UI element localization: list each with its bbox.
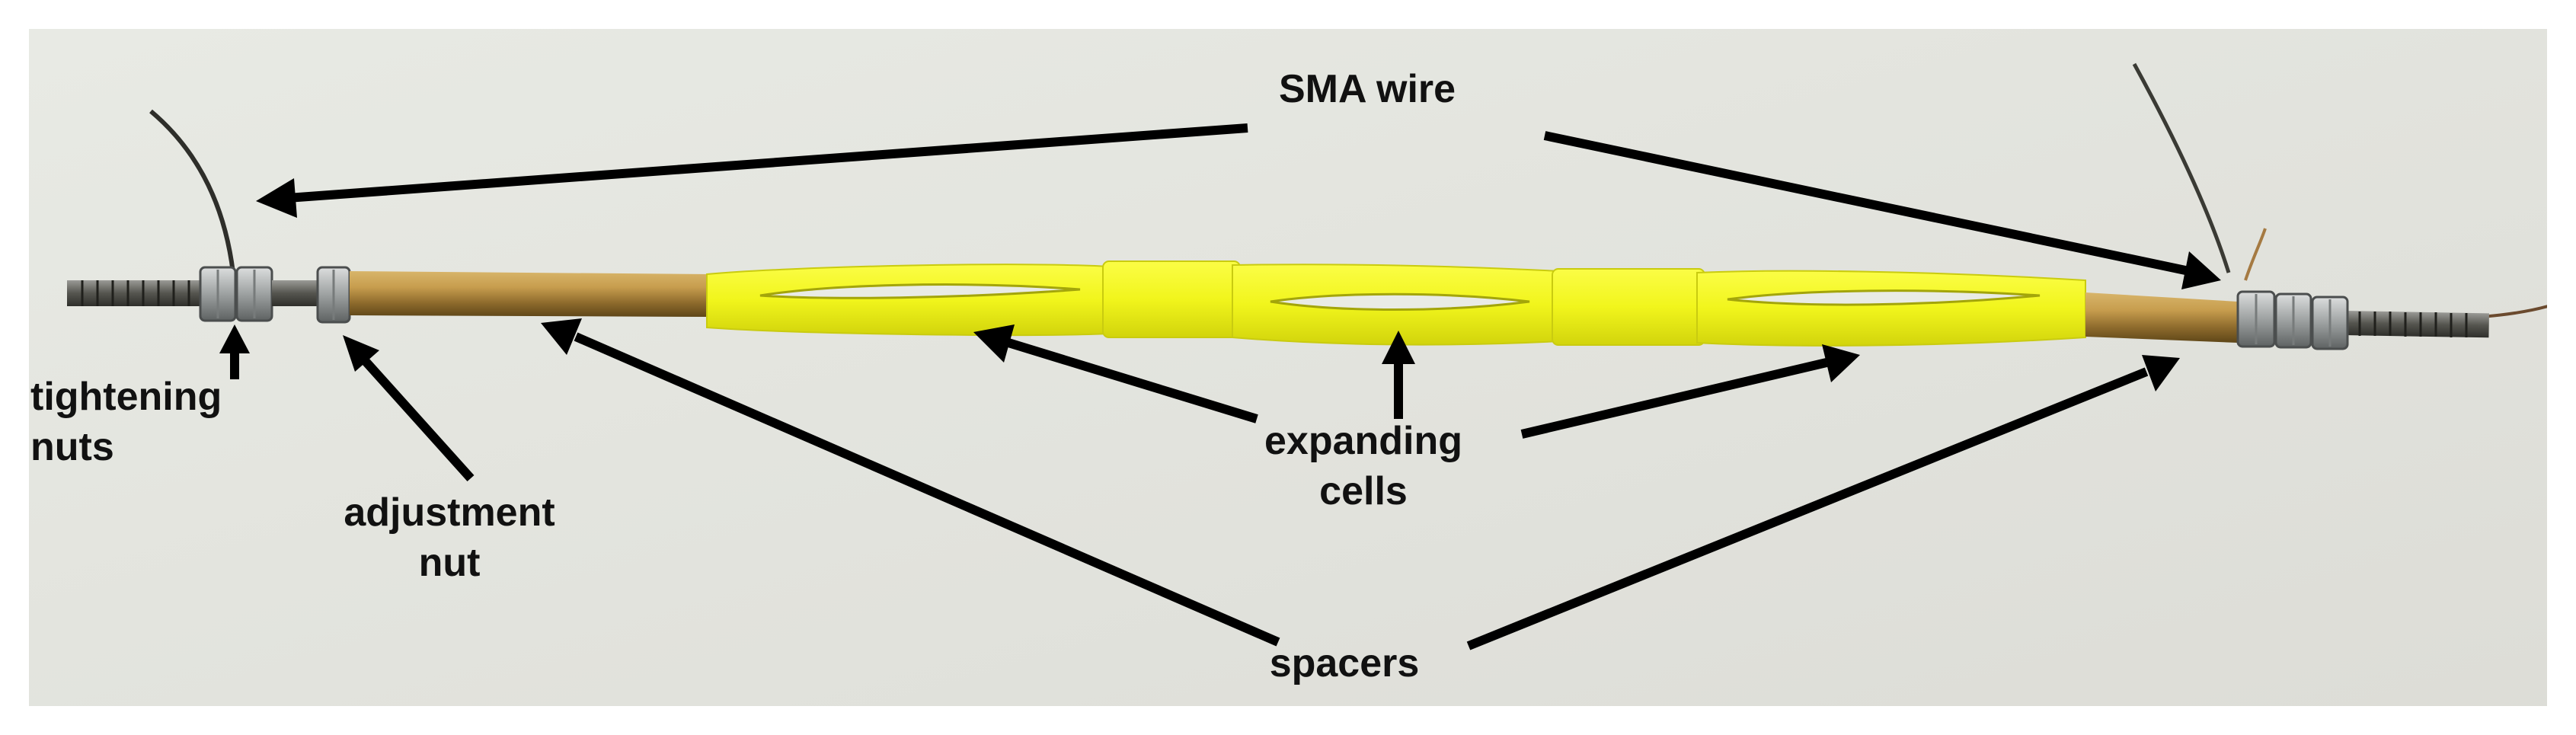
arrowhead-spacers-left xyxy=(541,318,582,355)
right-spacer xyxy=(2085,292,2238,343)
arrowhead-expanding-cells-right xyxy=(1822,344,1860,382)
arrowhead-tightening-nuts xyxy=(219,324,250,353)
arrowhead-expanding-cells-center xyxy=(1382,331,1415,364)
photo-background xyxy=(29,29,2547,706)
arrowhead-sma-wire-right xyxy=(2181,251,2221,289)
arrowhead-spacers-right xyxy=(2142,355,2180,391)
label-adjustment-nut: adjustment nut xyxy=(305,487,594,588)
arrowhead-expanding-cells-left xyxy=(973,324,1015,363)
label-sma-wire: SMA wire xyxy=(1278,67,1456,111)
sma-wire-left-end xyxy=(149,109,235,273)
label-adjustment-nut-line2: nut xyxy=(418,541,481,585)
arrow-sma-wire-right xyxy=(1543,131,2191,276)
arrow-spacers-left xyxy=(574,332,1280,647)
left-rod-gap xyxy=(272,280,318,306)
right-threaded-rod xyxy=(2344,310,2489,338)
label-spacers: spacers xyxy=(1269,641,1420,685)
arrowhead-adjustment-nut xyxy=(343,335,379,372)
arrow-adjustment-nut xyxy=(359,354,475,482)
left-threaded-rod xyxy=(67,280,204,306)
label-tightening-nuts-line1: tightening xyxy=(30,375,222,419)
arrow-expanding-cells-right xyxy=(1520,358,1828,439)
expanding-cells-body xyxy=(706,260,2086,347)
arrowhead-sma-wire-left xyxy=(256,178,297,218)
label-tightening-nuts: tightening nuts xyxy=(30,372,259,472)
arrow-expanding-cells-left xyxy=(1007,338,1258,423)
adjustment-nut xyxy=(316,266,351,324)
sma-wire-right-strand xyxy=(2244,228,2267,281)
photo-frame xyxy=(29,29,2547,706)
annotation-arrows xyxy=(219,123,2221,650)
expanding-cell-slots xyxy=(759,283,2041,311)
left-spacer xyxy=(350,271,711,317)
tightening-nuts xyxy=(199,266,273,322)
label-expanding-cells-line1: expanding xyxy=(1264,419,1463,463)
label-expanding-cells-line2: cells xyxy=(1319,469,1408,513)
label-tightening-nuts-line2: nuts xyxy=(30,425,114,469)
sma-wire-right-end xyxy=(2132,62,2231,273)
label-adjustment-nut-line1: adjustment xyxy=(344,491,555,535)
arrow-spacers-right xyxy=(1466,367,2149,650)
device-photo xyxy=(29,29,2547,706)
arrow-sma-wire-left xyxy=(287,123,1248,203)
right-nuts xyxy=(2236,290,2349,350)
label-expanding-cells: expanding cells xyxy=(1211,416,1516,516)
